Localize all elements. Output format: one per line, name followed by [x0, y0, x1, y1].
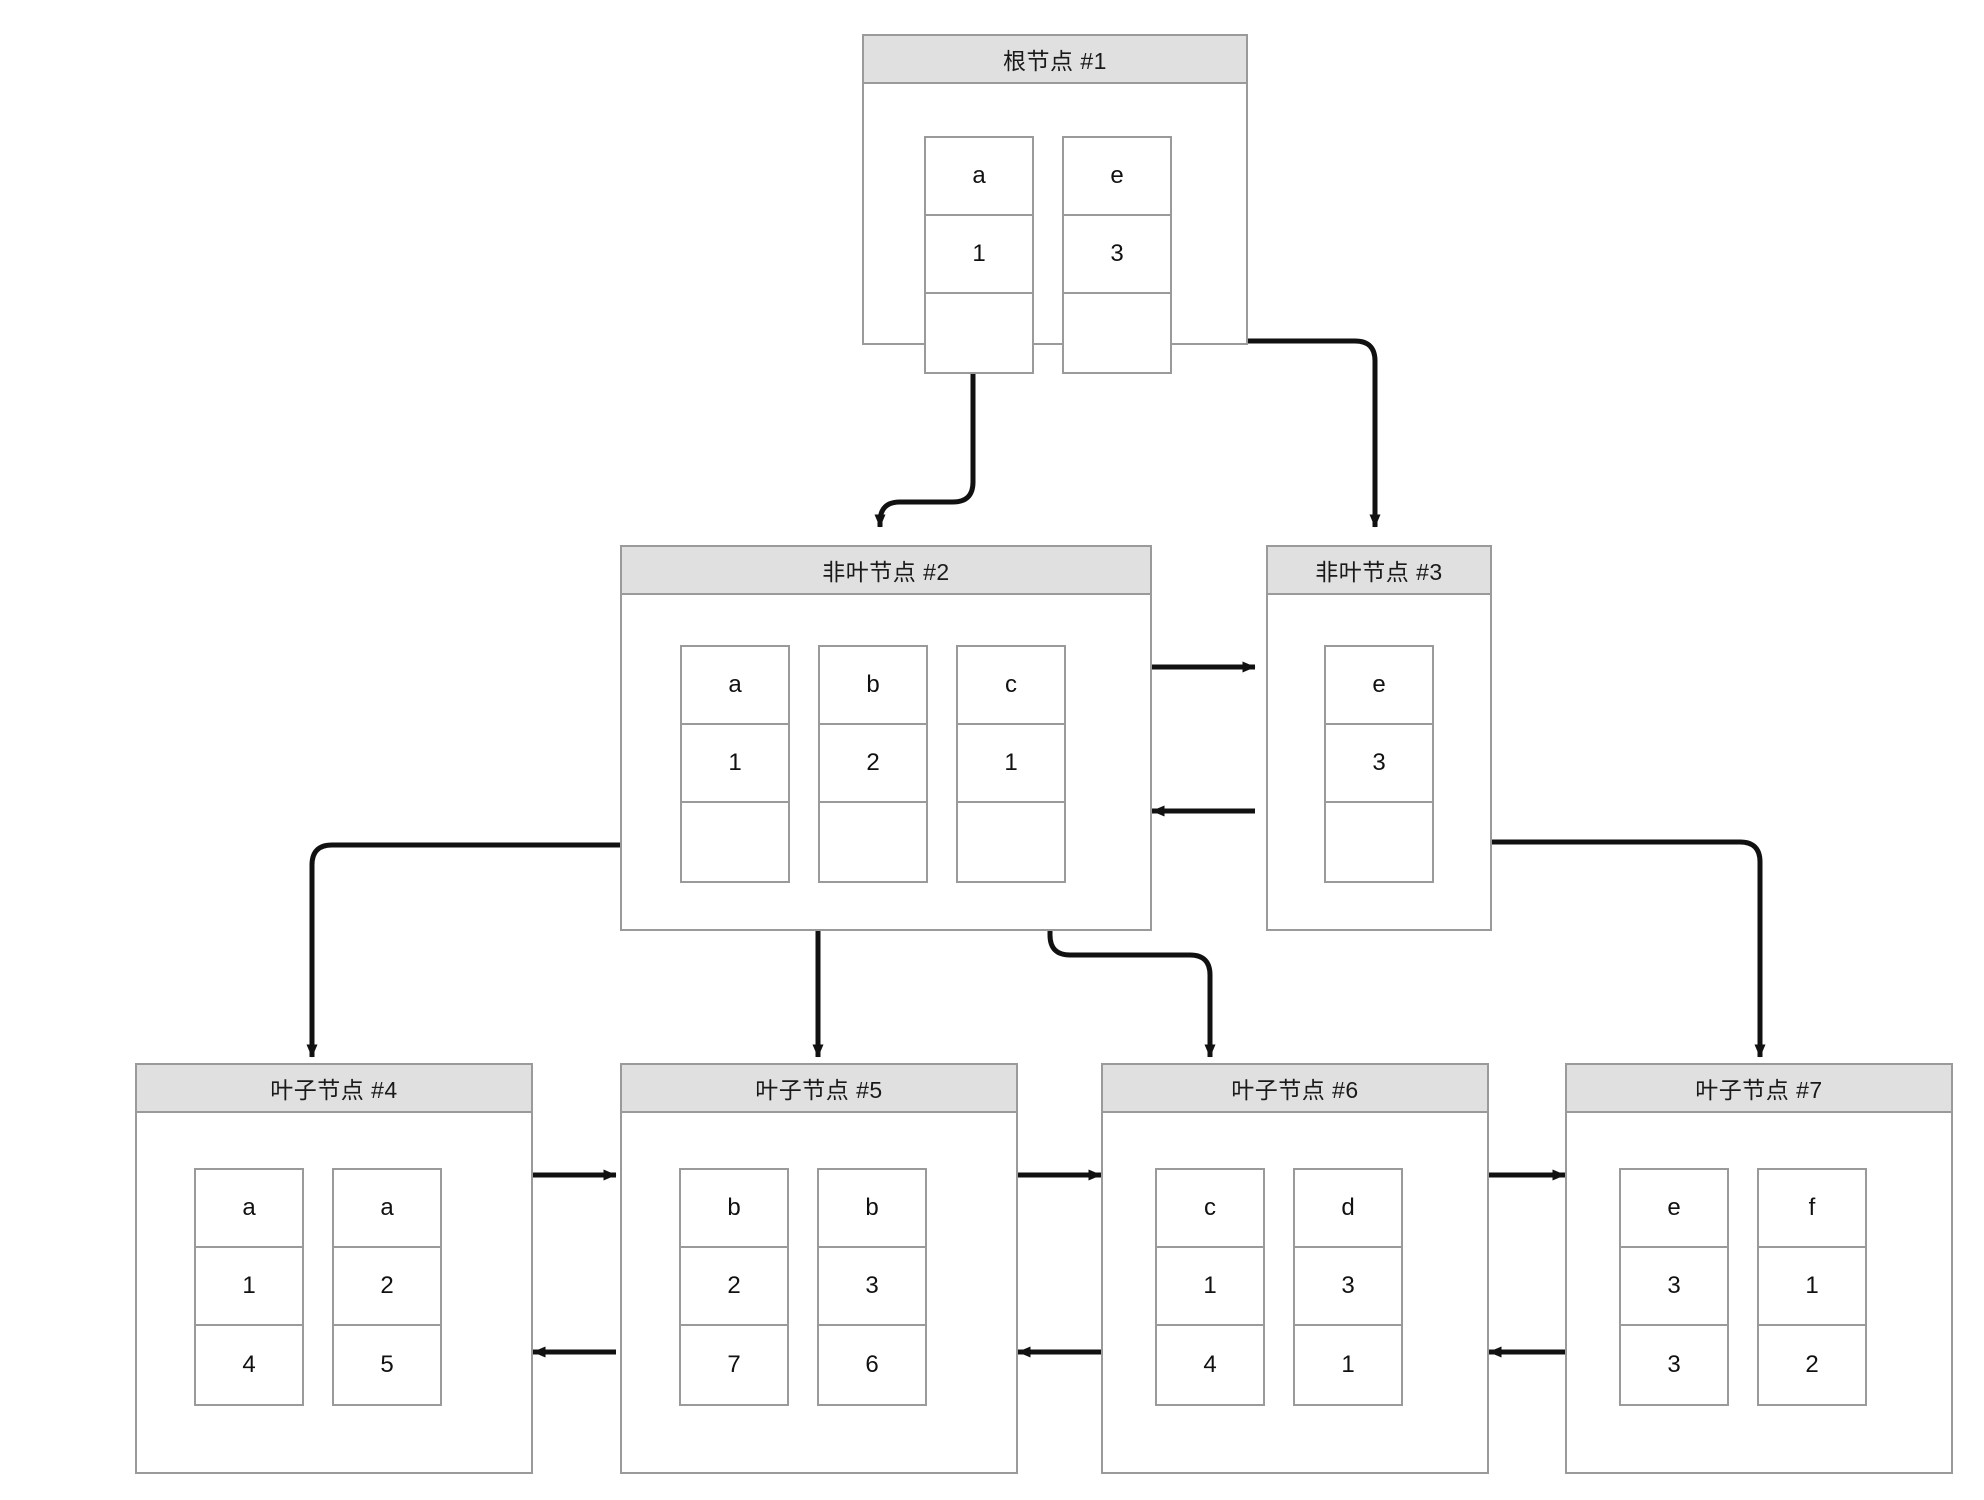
- node-internal-3[interactable]: 非叶节点 #3 e 3: [1266, 545, 1492, 931]
- node-leaf-7-entries: e 3 3 f 1 2: [1619, 1168, 1867, 1406]
- entry-root-0-key: a: [926, 138, 1032, 216]
- entry-n2-1-key: b: [820, 647, 926, 725]
- entry-leaf4-1[interactable]: a 2 5: [332, 1168, 442, 1406]
- entry-leaf5-1-value: 3: [819, 1248, 925, 1326]
- entry-root-0-value: 1: [926, 216, 1032, 294]
- entry-leaf7-0[interactable]: e 3 3: [1619, 1168, 1729, 1406]
- entry-root-1-key: e: [1064, 138, 1170, 216]
- node-internal-2-entries: a 1 b 2 c 1: [680, 645, 1066, 883]
- entry-n3-0-value: 3: [1326, 725, 1432, 803]
- entry-n2-1-value: 2: [820, 725, 926, 803]
- entry-leaf7-0-pointer: 3: [1667, 1351, 1681, 1378]
- node-internal-2[interactable]: 非叶节点 #2 a 1 b 2 c 1: [620, 545, 1152, 931]
- entry-leaf7-1-value: 1: [1759, 1248, 1865, 1326]
- node-leaf-6-entries: c 1 4 d 3 1: [1155, 1168, 1403, 1406]
- entry-leaf5-1[interactable]: b 3 6: [817, 1168, 927, 1406]
- node-leaf-7-title: 叶子节点 #7: [1567, 1065, 1951, 1113]
- entry-leaf6-0-pointer: 4: [1203, 1351, 1217, 1378]
- entry-n3-0[interactable]: e 3: [1324, 645, 1434, 883]
- entry-n3-0-key: e: [1326, 647, 1432, 725]
- entry-n2-1[interactable]: b 2: [818, 645, 928, 883]
- node-leaf-4-title: 叶子节点 #4: [137, 1065, 531, 1113]
- entry-leaf4-0-pointer: 4: [242, 1351, 256, 1378]
- node-root-1-body: a 1 e 3: [864, 84, 1246, 374]
- node-leaf-5-body: b 2 7 b 3 6: [622, 1113, 1016, 1472]
- node-leaf-5[interactable]: 叶子节点 #5 b 2 7 b 3 6: [620, 1063, 1018, 1474]
- entry-leaf7-0-key: e: [1621, 1170, 1727, 1248]
- node-leaf-7-body: e 3 3 f 1 2: [1567, 1113, 1951, 1472]
- entry-n2-0-pointer: [682, 803, 788, 881]
- entry-leaf7-0-value: 3: [1621, 1248, 1727, 1326]
- node-root-1[interactable]: 根节点 #1 a 1 e 3: [862, 34, 1248, 374]
- entry-leaf5-1-key: b: [819, 1170, 925, 1248]
- entry-root-1-pointer: [1064, 294, 1170, 372]
- entry-n2-1-pointer: [820, 803, 926, 881]
- entry-leaf7-1-key: f: [1759, 1170, 1865, 1248]
- entry-leaf4-1-value: 2: [334, 1248, 440, 1326]
- node-leaf-4-body: a 1 4 a 2 5: [137, 1113, 531, 1472]
- entry-leaf4-0-key: a: [196, 1170, 302, 1248]
- node-internal-3-entries: e 3: [1324, 645, 1434, 883]
- node-root-1-title: 根节点 #1: [864, 36, 1246, 84]
- node-root-1-entries: a 1 e 3: [924, 136, 1172, 374]
- node-internal-2-body: a 1 b 2 c 1: [622, 595, 1150, 929]
- entry-n2-2-key: c: [958, 647, 1064, 725]
- entry-n2-2-value: 1: [958, 725, 1064, 803]
- entry-leaf6-0[interactable]: c 1 4: [1155, 1168, 1265, 1406]
- entry-n2-0-key: a: [682, 647, 788, 725]
- entry-leaf5-0-pointer: 7: [727, 1351, 741, 1378]
- entry-leaf4-1-pointer: 5: [380, 1351, 394, 1378]
- entry-leaf5-0[interactable]: b 2 7: [679, 1168, 789, 1406]
- entry-root-0[interactable]: a 1: [924, 136, 1034, 374]
- node-internal-3-title: 非叶节点 #3: [1268, 547, 1490, 595]
- node-leaf-4[interactable]: 叶子节点 #4 a 1 4 a 2 5: [135, 1063, 533, 1474]
- entry-leaf4-0-value: 1: [196, 1248, 302, 1326]
- entry-leaf6-0-key: c: [1157, 1170, 1263, 1248]
- entry-leaf4-1-key: a: [334, 1170, 440, 1248]
- node-leaf-4-entries: a 1 4 a 2 5: [194, 1168, 442, 1406]
- node-internal-3-body: e 3: [1268, 595, 1490, 929]
- entry-leaf4-0[interactable]: a 1 4: [194, 1168, 304, 1406]
- entry-n2-0-value: 1: [682, 725, 788, 803]
- node-leaf-7[interactable]: 叶子节点 #7 e 3 3 f 1 2: [1565, 1063, 1953, 1474]
- entry-root-1-value: 3: [1064, 216, 1170, 294]
- entry-leaf6-1[interactable]: d 3 1: [1293, 1168, 1403, 1406]
- entry-leaf5-0-value: 2: [681, 1248, 787, 1326]
- node-internal-2-title: 非叶节点 #2: [622, 547, 1150, 595]
- entry-leaf6-1-pointer: 1: [1341, 1351, 1355, 1378]
- node-leaf-5-title: 叶子节点 #5: [622, 1065, 1016, 1113]
- entry-n2-0[interactable]: a 1: [680, 645, 790, 883]
- entry-n3-0-pointer: [1326, 803, 1432, 881]
- entry-leaf5-1-pointer: 6: [865, 1351, 879, 1378]
- node-leaf-5-entries: b 2 7 b 3 6: [679, 1168, 927, 1406]
- entry-leaf5-0-key: b: [681, 1170, 787, 1248]
- entry-n2-2-pointer: [958, 803, 1064, 881]
- node-leaf-6-body: c 1 4 d 3 1: [1103, 1113, 1487, 1472]
- entry-root-0-pointer: [926, 294, 1032, 372]
- entry-leaf6-1-key: d: [1295, 1170, 1401, 1248]
- node-leaf-6[interactable]: 叶子节点 #6 c 1 4 d 3 1: [1101, 1063, 1489, 1474]
- entry-leaf7-1-pointer: 2: [1805, 1351, 1819, 1378]
- node-leaf-6-title: 叶子节点 #6: [1103, 1065, 1487, 1113]
- entry-leaf7-1[interactable]: f 1 2: [1757, 1168, 1867, 1406]
- entry-root-1[interactable]: e 3: [1062, 136, 1172, 374]
- entry-leaf6-0-value: 1: [1157, 1248, 1263, 1326]
- entry-leaf6-1-value: 3: [1295, 1248, 1401, 1326]
- entry-n2-2[interactable]: c 1: [956, 645, 1066, 883]
